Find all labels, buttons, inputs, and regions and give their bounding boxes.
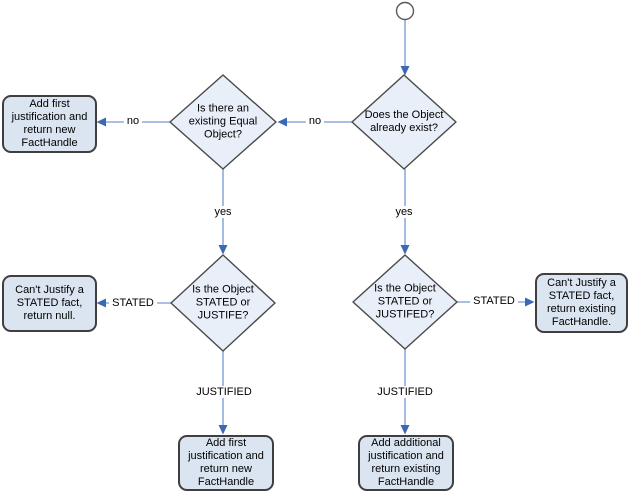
action-label: Can't Justify a STATED fact, return exis… <box>546 277 617 328</box>
edge-label-justified-right: JUSTIFIED <box>374 386 436 398</box>
decision-equal-object-label: Is there an existing Equal Object? <box>188 102 258 141</box>
action-label: Add first justification and return new F… <box>11 98 88 149</box>
decision-object-exists-label: Does the Object already exist? <box>364 109 444 134</box>
arrowhead-left <box>277 117 287 127</box>
decision-stated-right-shape <box>352 254 458 350</box>
edge-label-yes-right: yes <box>392 206 416 218</box>
decision-object-exists-shape <box>351 74 457 170</box>
edge-label-no-equal-to-addfirst: no <box>123 115 143 127</box>
edge-label-justified-left: JUSTIFIED <box>193 386 255 398</box>
arrowhead-down <box>218 245 228 255</box>
edge-label-no-exists-to-equal: no <box>305 115 325 127</box>
action-label: Can't Justify a STATED fact, return null… <box>15 284 84 322</box>
edge-label-stated-left: STATED <box>109 297 157 309</box>
action-label: Add additional justification and return … <box>368 437 444 488</box>
action-cant-justify-return-null: Can't Justify a STATED fact, return null… <box>2 275 97 332</box>
decision-stated-left-shape <box>170 254 276 352</box>
arrowhead-down <box>400 245 410 255</box>
decision-stated-left-label: Is the Object STATED or JUSTIFE? <box>192 283 254 322</box>
arrowhead-down <box>400 66 410 76</box>
arrowhead-left <box>96 298 106 308</box>
arrowhead-left <box>96 117 106 127</box>
edge-label-yes-left: yes <box>211 206 235 218</box>
arrowhead-right <box>525 297 535 307</box>
edge-label-stated-right: STATED <box>470 295 518 307</box>
action-add-first-justification-bottom: Add first justification and return new F… <box>178 435 274 491</box>
arrow-start-to-exists <box>400 20 410 76</box>
action-add-additional-justification: Add additional justification and return … <box>358 435 454 491</box>
decision-equal-object-shape <box>169 74 277 170</box>
action-add-first-justification-top-left: Add first justification and return new F… <box>2 95 97 153</box>
arrowhead-down <box>218 425 228 435</box>
action-label: Add first justification and return new F… <box>188 437 264 488</box>
start-circle <box>395 1 415 21</box>
action-cant-justify-return-existing: Can't Justify a STATED fact, return exis… <box>535 273 628 333</box>
arrowhead-down <box>400 425 410 435</box>
decision-stated-right-label: Is the Object STATED or JUSTIFED? <box>374 282 436 321</box>
